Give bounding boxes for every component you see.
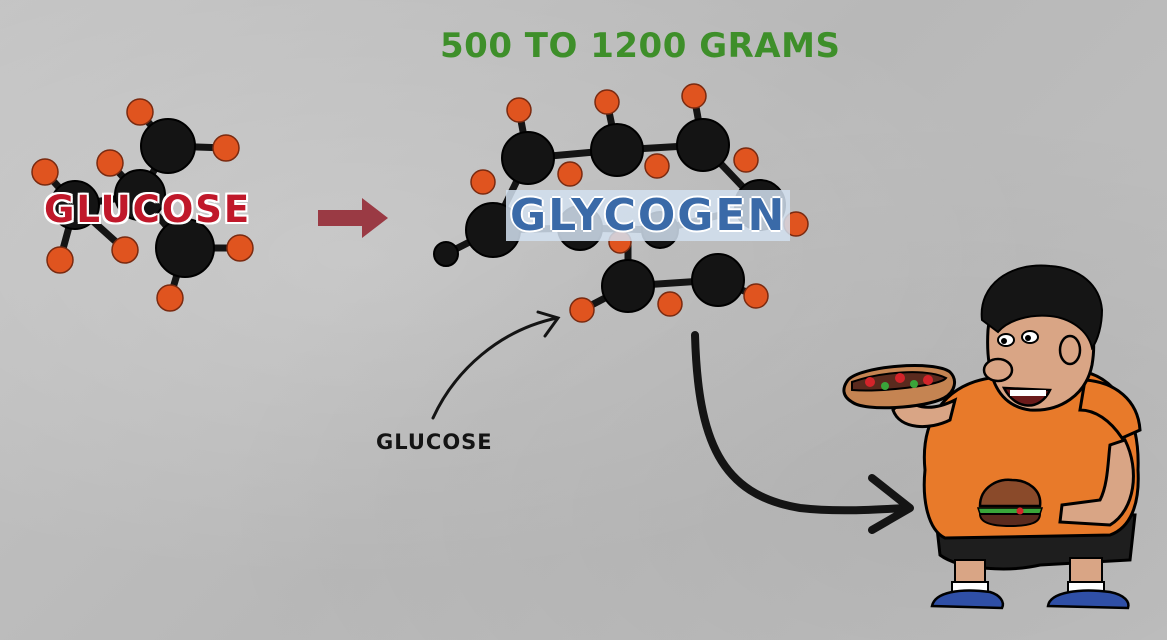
glycogen-label: GLYCOGEN (506, 190, 791, 241)
glucose-label: GLUCOSE (44, 188, 252, 231)
curved-arrow-icon (431, 310, 561, 420)
storage-arrow-icon (691, 331, 914, 534)
glucose-unit-label: GLUCOSE (376, 430, 493, 454)
glucose-molecule-icon (31, 98, 254, 312)
man-eating-burgers-icon (891, 264, 1142, 610)
arrow-right-icon (318, 198, 388, 238)
page-title: 500 TO 1200 GRAMS (440, 26, 841, 66)
hotdog-icon (842, 364, 957, 410)
burger-icon (976, 478, 1044, 528)
